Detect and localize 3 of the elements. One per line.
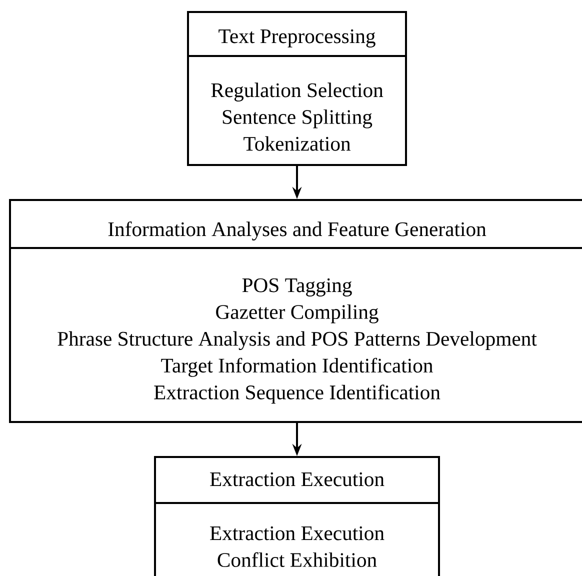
process-box: Text Preprocessing Regulation Selection Sentence Splitting Tokenization — [187, 11, 407, 166]
process-box: Information Analyses and Feature Generation POS Tagging Gazetter Compiling Phrase Structure Analysis and POS Patterns Development Target Information Identification Extraction Sequence Identification — [9, 199, 582, 423]
process-box: Extraction Execution Extraction Execution Conflict Exhibition — [154, 456, 440, 576]
